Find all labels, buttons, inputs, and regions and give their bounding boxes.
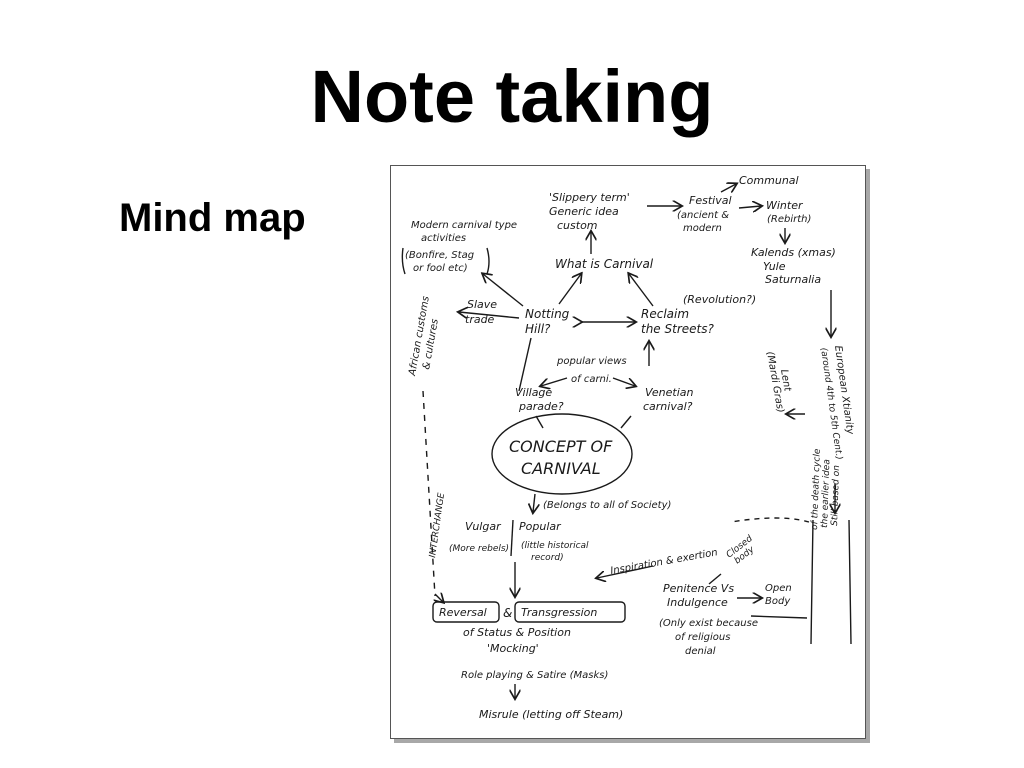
- slide-title: Note taking: [310, 55, 714, 138]
- dashed-interchange: [422, 390, 436, 597]
- label-winter-2: (Rebirth): [767, 214, 811, 225]
- arrow-closed-penitence: [708, 573, 722, 585]
- label-popular-2: (little historical: [521, 541, 589, 551]
- line-center-venetian: [620, 415, 632, 429]
- arrow-notting-slave: [459, 312, 520, 319]
- label-venetian-2: carnival?: [643, 400, 693, 413]
- label-reclaim-1: Reclaim: [641, 307, 689, 321]
- label-popular-views-2: of carni.: [571, 374, 612, 385]
- label-status: of Status & Position: [463, 626, 571, 639]
- arrow-popular-venetian: [612, 377, 635, 386]
- label-kalends-3: Saturnalia: [765, 273, 821, 286]
- label-festival-1: Festival: [689, 194, 732, 207]
- mind-map-drawing: CONCEPT OF CARNIVAL 'Slippery term' Gene…: [401, 174, 856, 721]
- label-popular-views-1: popular views: [556, 356, 627, 367]
- label-denial-3: denial: [685, 646, 716, 657]
- dashed-still-closed: [730, 517, 810, 523]
- label-village-1: Village: [515, 386, 552, 399]
- label-reversal: Reversal: [439, 606, 487, 619]
- label-transgression: Transgression: [521, 606, 597, 619]
- label-communal: Communal: [739, 174, 799, 187]
- label-what-is-carnival: What is Carnival: [555, 257, 654, 271]
- label-popular-3: record): [531, 553, 564, 563]
- label-slippery-3: custom: [557, 219, 598, 232]
- label-misrule: Misrule (letting off Steam): [479, 708, 623, 721]
- label-village-2: parade?: [518, 400, 564, 413]
- label-denial-2: of religious: [675, 632, 730, 643]
- label-notting-2: Hill?: [525, 322, 551, 336]
- label-belongs: (Belongs to all of Society): [543, 500, 671, 511]
- center-line-2: CARNIVAL: [521, 459, 601, 478]
- label-penitence-1: Penitence Vs: [663, 582, 734, 595]
- box-reversal: [432, 601, 500, 623]
- arrow-interchange-reversal: [435, 594, 443, 602]
- label-popular-1: Popular: [519, 520, 562, 533]
- label-mocking: 'Mocking': [487, 642, 539, 655]
- label-role-playing: Role playing & Satire (Masks): [461, 670, 608, 681]
- label-vulgar-1: Vulgar: [465, 520, 502, 533]
- label-still-3: of the death cycle: [810, 448, 823, 530]
- label-notting-1: Notting: [525, 307, 570, 321]
- arrow-festival-winter: [738, 206, 761, 208]
- label-festival-2: (ancient &: [677, 210, 729, 221]
- label-modern-1: Modern carnival type: [411, 220, 517, 231]
- bracket-still: [810, 519, 852, 645]
- arrow-popular-village: [541, 377, 568, 386]
- arrow-festival-communal: [720, 184, 736, 192]
- label-winter-1: Winter: [766, 199, 804, 212]
- mind-map-image: CONCEPT OF CARNIVAL 'Slippery term' Gene…: [390, 165, 866, 739]
- line-notting-village: [518, 337, 532, 392]
- label-revolution: (Revolution?): [683, 293, 756, 306]
- label-modern-4: or fool etc): [413, 263, 468, 274]
- label-open-1: Open: [765, 583, 792, 594]
- bullet-mind-map: Mind map: [119, 196, 306, 240]
- arrow-inspiration-reversal: [597, 565, 654, 578]
- label-slave-2: trade: [465, 313, 495, 326]
- line-center-village: [535, 415, 544, 429]
- arrow-notting-modern: [483, 274, 524, 307]
- label-reclaim-2: the Streets?: [641, 322, 714, 336]
- label-denial-1: (Only exist because: [659, 618, 758, 629]
- label-venetian-1: Venetian: [645, 386, 693, 399]
- arrow-center-belongs: [533, 493, 535, 512]
- label-slippery-2: Generic idea: [549, 205, 619, 218]
- label-penitence-2: Indulgence: [667, 596, 728, 609]
- label-modern-3: (Bonfire, Stag: [405, 250, 474, 261]
- label-kalends-2: Yule: [763, 260, 786, 273]
- label-slave-1: Slave: [467, 298, 497, 311]
- bracket-modern: [401, 247, 490, 275]
- arrow-reclaim-what: [629, 274, 654, 307]
- label-vulgar-2: (More rebels): [449, 544, 509, 554]
- label-open-2: Body: [765, 596, 791, 607]
- box-transgression: [514, 601, 626, 623]
- divider-vulgar-popular: [510, 519, 514, 557]
- label-kalends-1: Kalends (xmas): [751, 246, 836, 259]
- label-modern-2: activities: [421, 233, 466, 244]
- arrow-notting-what: [558, 274, 581, 305]
- center-ellipse: [491, 413, 633, 495]
- label-still-1: Still based on: [830, 465, 842, 526]
- center-line-1: CONCEPT OF: [509, 437, 613, 456]
- label-slippery-1: 'Slippery term': [549, 191, 630, 204]
- label-still-2: the earlier idea: [820, 459, 832, 528]
- label-ampersand: &: [503, 606, 512, 620]
- label-lent-1: Lent: [778, 369, 793, 394]
- label-festival-3: modern: [683, 223, 722, 234]
- line-penitence-still: [750, 615, 808, 619]
